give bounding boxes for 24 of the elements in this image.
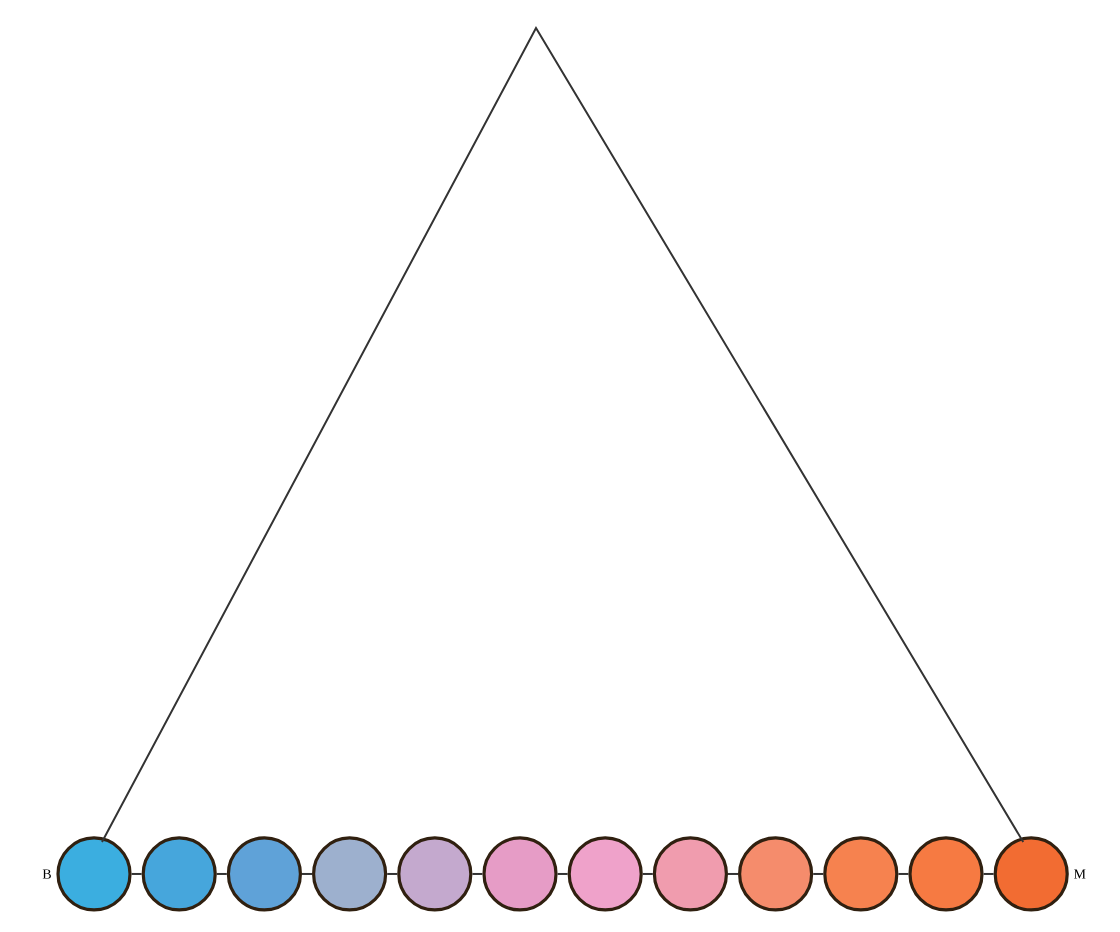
string: [471, 872, 484, 875]
bead: [56, 836, 132, 912]
string: [130, 872, 143, 875]
triangle-line: [101, 25, 1025, 843]
string: [812, 872, 825, 875]
string: [556, 872, 569, 875]
bead: [652, 836, 728, 912]
string: [215, 872, 228, 875]
string: [897, 872, 910, 875]
string: [301, 872, 313, 875]
bead: [823, 836, 899, 912]
string: [982, 872, 995, 875]
bead: [567, 836, 643, 912]
bead: [226, 836, 302, 912]
bead: [738, 836, 814, 912]
string: [641, 872, 654, 875]
bead: [993, 836, 1069, 912]
bead: [397, 836, 473, 912]
bead: [908, 836, 984, 912]
string: [386, 872, 399, 875]
bead: [141, 836, 217, 912]
bead: [312, 836, 388, 912]
bead: [482, 836, 558, 912]
string: [727, 872, 739, 875]
